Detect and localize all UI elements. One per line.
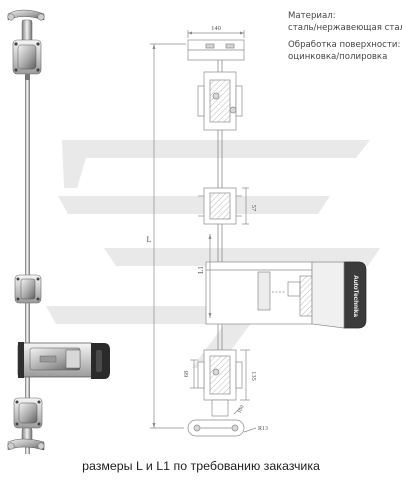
label-lower-bracket-height: 68 [183,371,190,378]
technical-drawing [150,30,367,437]
material-value: сталь/нержавеющая сталь [288,23,402,33]
drawing-lower-bracket [190,349,250,401]
label-upper-bracket-height: 57 [250,205,257,212]
dimension-labels: 140 57 L L1 68 135 100 R13 [147,25,268,432]
watermark-logo [46,140,380,368]
product-render [7,9,110,454]
label-guide-height: 100 [236,404,245,414]
finish-heading: Обработка поверхности: [288,40,401,50]
drawing-top-cam [187,39,245,61]
label-top-width: 140 [211,25,221,32]
drawing-bottom-guide [187,399,257,437]
render-mid-guide [14,274,42,304]
render-top-cam [7,9,45,43]
material-heading: Материал: [288,11,336,21]
dim-top-width [187,30,245,38]
label-lower-bracket-span: 135 [250,371,257,381]
dim-rod-length [208,234,212,318]
drawing-handle-grip [311,261,367,329]
drawing-upper-bracket [197,71,243,131]
label-guide-width: R13 [258,426,268,432]
label-rod-length: L1 [197,266,205,274]
render-top-bracket [12,39,42,80]
drawing-upper-guide [198,187,249,225]
render-lower-bracket [13,397,43,429]
render-bottom-cam [7,427,45,451]
render-handle [17,342,110,379]
handle-brand-label: AutoTechnika [352,275,359,317]
dim-overall-length [150,43,186,429]
caption: размеры L и L1 по требованию заказчика [82,459,320,473]
finish-value: оцинковка/полировка [288,52,388,62]
label-overall-length: L [147,235,152,244]
